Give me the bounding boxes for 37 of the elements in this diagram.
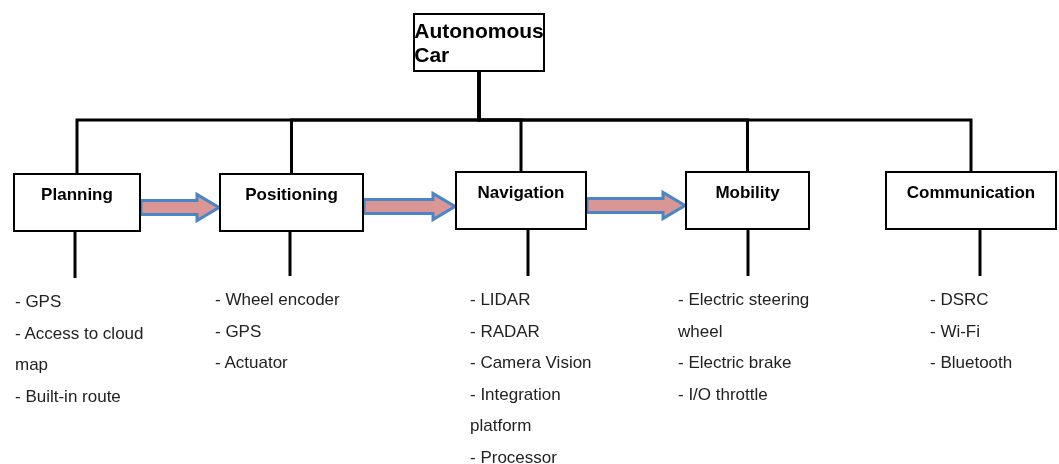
category-box: [13, 173, 141, 232]
connector-line: [978, 230, 982, 276]
connector-line: [746, 230, 750, 276]
list-item: - DSRC: [930, 289, 990, 311]
list-item: - LIDAR: [470, 289, 532, 311]
category-box: [685, 171, 810, 230]
list-item: - Built-in route: [15, 385, 122, 408]
connector-line: [526, 230, 530, 276]
connector-line: [288, 232, 292, 276]
list-item: - Wheel encoder: [215, 289, 341, 311]
category-box: [885, 171, 1057, 230]
category-box: [219, 173, 364, 232]
list-item: - RADAR: [470, 320, 541, 343]
box-title: Positioning: [245, 184, 338, 205]
list-item: - Camera Vision: [470, 352, 593, 374]
box-title: Navigation: [477, 182, 565, 203]
block-arrow: [585, 189, 688, 222]
list-item: - GPS: [215, 320, 263, 343]
list-item: - Access to cloud map: [15, 322, 145, 376]
connector-line: [73, 232, 77, 278]
list-item: - I/O throttle: [678, 383, 769, 406]
category-box: [455, 171, 587, 230]
list-item: - Processor: [470, 446, 558, 464]
box-title: Planning: [41, 184, 113, 205]
block-arrow: [139, 191, 222, 224]
list-item: - GPS: [15, 291, 63, 313]
box-title: Mobility: [715, 182, 780, 203]
list-item: - Actuator: [215, 352, 289, 374]
list-item: - Electric brake: [678, 352, 793, 374]
block-arrow: [362, 190, 458, 223]
list-item: - Integration platform: [470, 383, 562, 437]
list-item: - Wi-Fi: [930, 320, 982, 343]
list-item: - Bluetooth: [930, 352, 1014, 374]
connector-line: [477, 72, 973, 171]
list-item: - Electric steering wheel: [678, 289, 811, 343]
box-title: Autonomous Car: [414, 18, 544, 67]
box-title: Communication: [906, 182, 1036, 203]
